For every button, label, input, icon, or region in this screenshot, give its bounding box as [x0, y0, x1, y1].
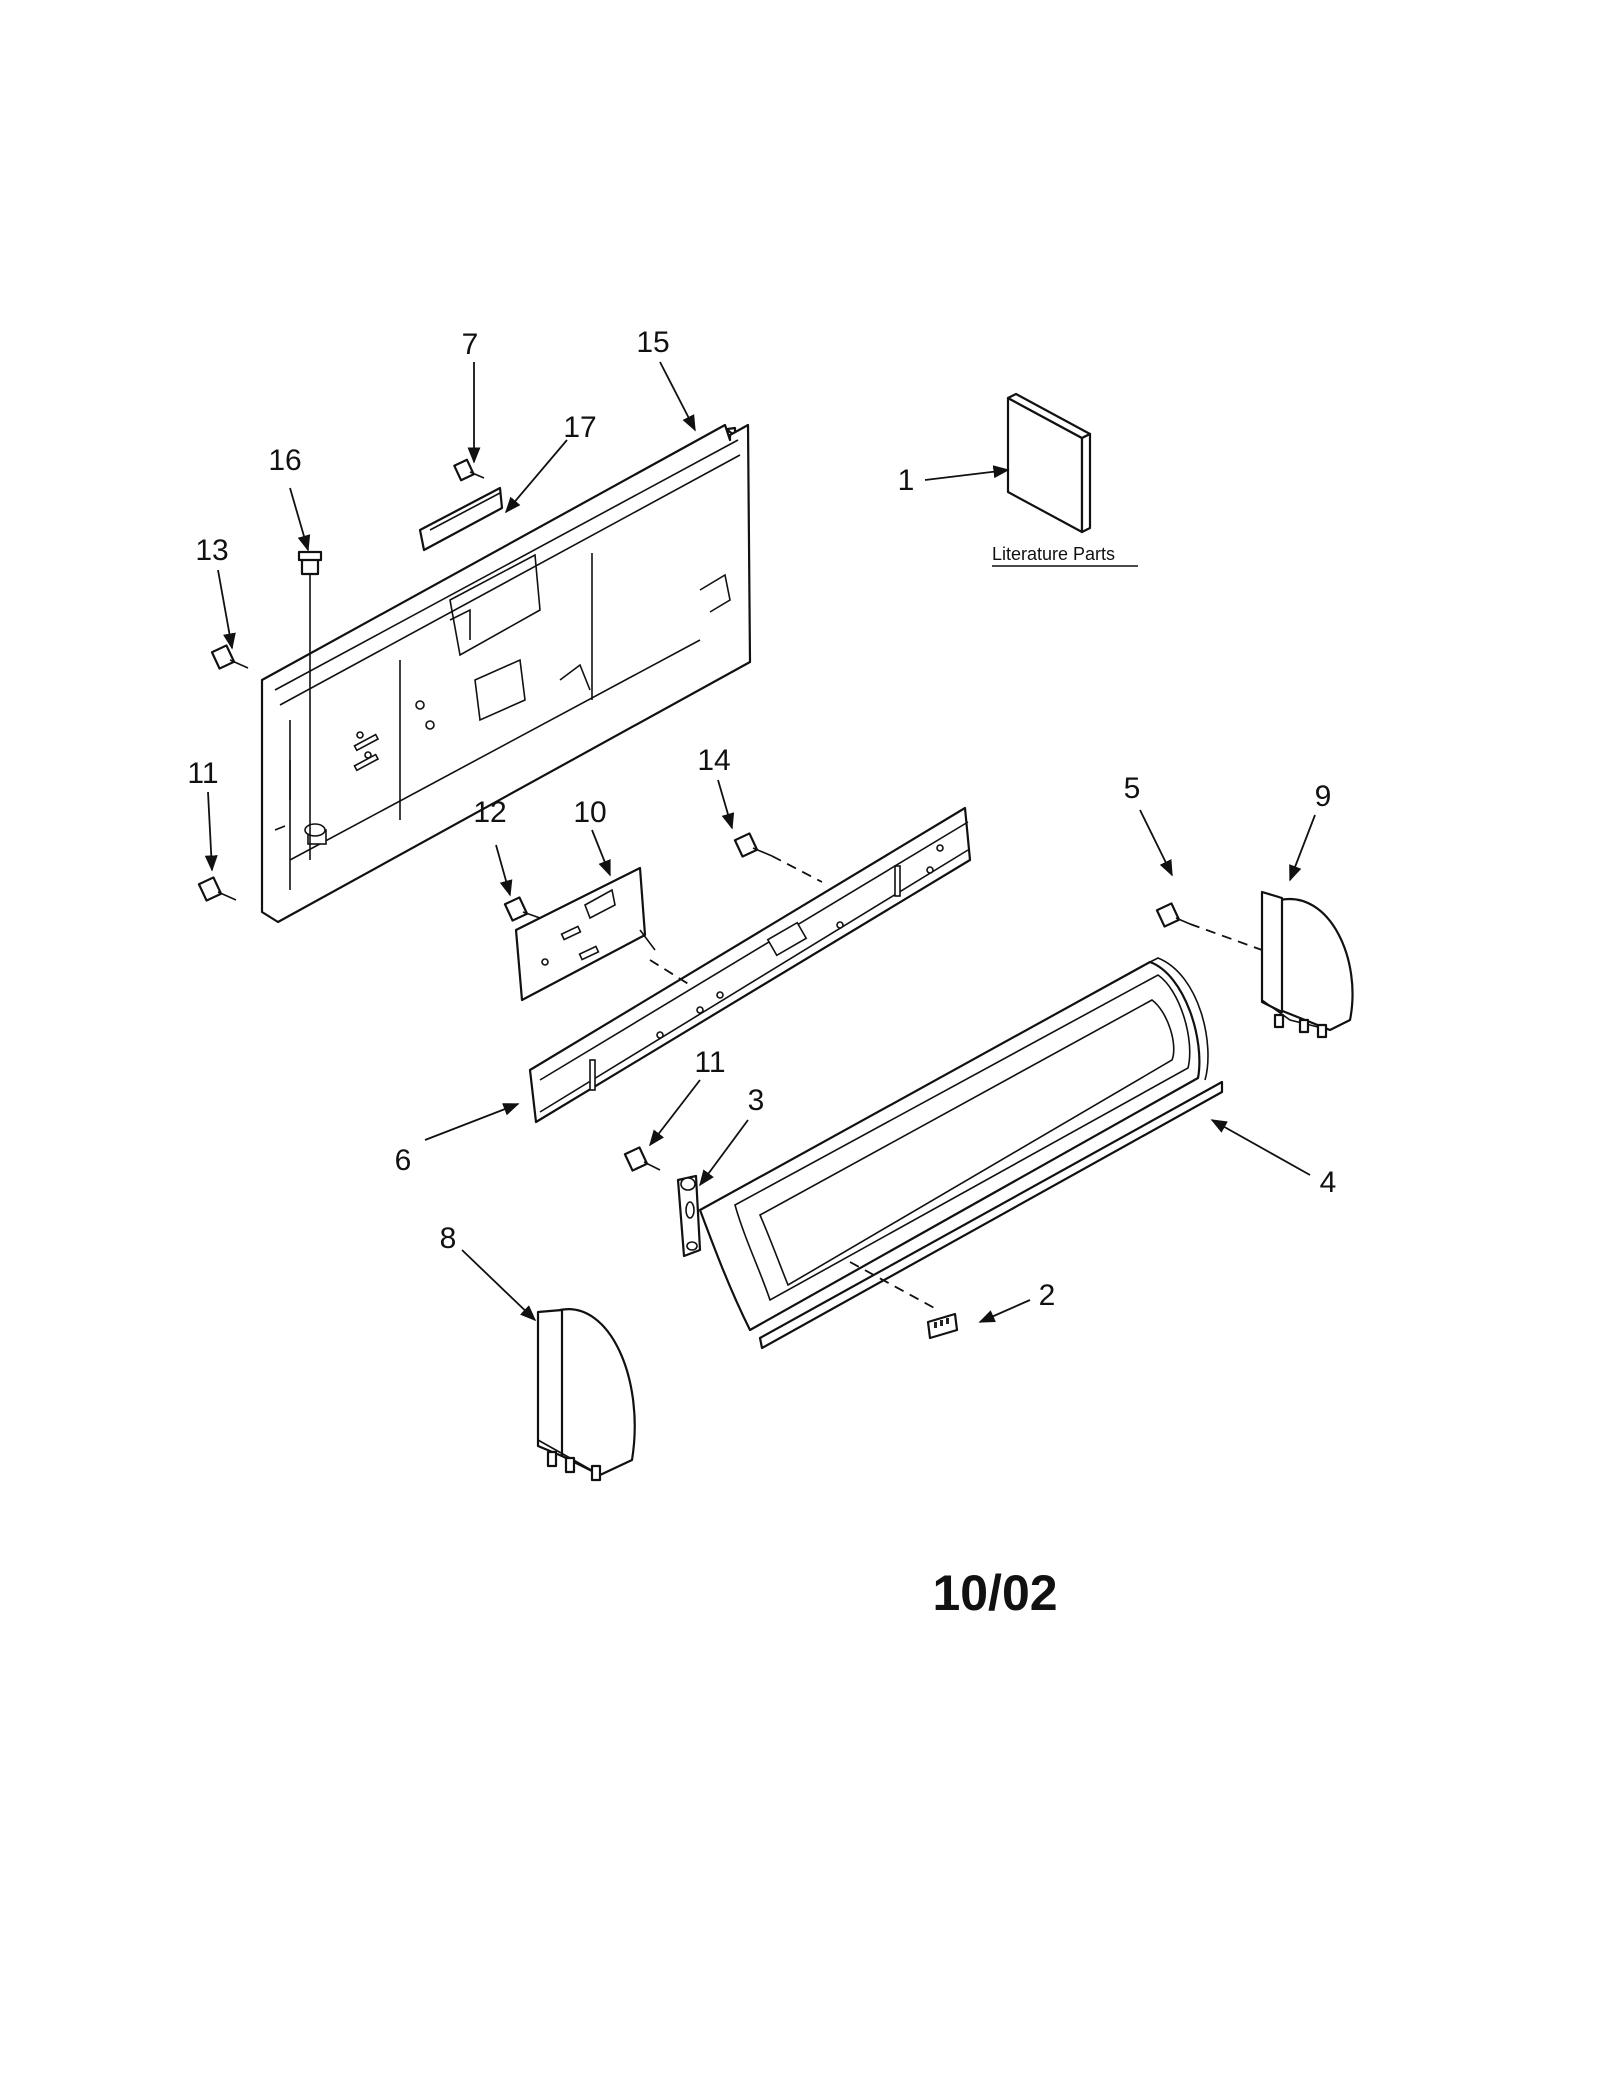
callout-12: 12: [473, 796, 506, 829]
callout-numbers: 1 2 3 4 5 6 7 8 9 10 11 11 12 13 14 15 1…: [187, 326, 1336, 1312]
screw-part-16: [297, 550, 323, 860]
screw-part-11-lower: [623, 1146, 661, 1172]
callout-14: 14: [697, 744, 730, 777]
screw-part-12: [503, 896, 541, 922]
callout-2: 2: [1039, 1279, 1056, 1312]
control-panel-part-4: [698, 957, 1224, 1350]
hinge-bracket-part-3: [676, 1174, 702, 1258]
callout-7: 7: [462, 328, 479, 361]
literature-parts-label: Literature Parts: [992, 544, 1115, 564]
leader-lines: [204, 361, 1316, 1323]
callout-3: 3: [748, 1084, 765, 1117]
screw-part-11-upper: [197, 876, 237, 902]
callout-8: 8: [440, 1222, 457, 1255]
rear-panel-part-15: [260, 423, 752, 924]
callout-17: 17: [563, 411, 596, 444]
callout-5: 5: [1124, 772, 1141, 805]
callout-1: 1: [898, 464, 915, 497]
callout-15: 15: [636, 326, 669, 359]
screw-part-5: [1155, 902, 1263, 951]
control-board-part-10: [514, 866, 656, 1002]
date-stamp: 10/02: [932, 1565, 1057, 1621]
callout-10: 10: [573, 796, 606, 829]
callout-4: 4: [1320, 1166, 1337, 1199]
screw-part-13: [210, 644, 249, 670]
callout-6: 6: [395, 1144, 412, 1177]
end-cap-left-part-8: [536, 1308, 636, 1482]
screw-part-14: [733, 832, 823, 883]
callout-13: 13: [195, 534, 228, 567]
bracket-bar-part-6: [528, 806, 972, 1124]
callout-11-upper: 11: [187, 757, 218, 790]
callout-16: 16: [268, 444, 301, 477]
screw-part-7: [453, 458, 485, 482]
callout-9: 9: [1315, 780, 1332, 813]
clip-part-2: [926, 1312, 959, 1340]
callout-11-lower: 11: [694, 1046, 725, 1079]
cover-plate-part-17: [418, 486, 504, 552]
literature-book-part-1: Literature Parts: [992, 392, 1138, 567]
end-cap-right-part-9: [1260, 890, 1354, 1039]
